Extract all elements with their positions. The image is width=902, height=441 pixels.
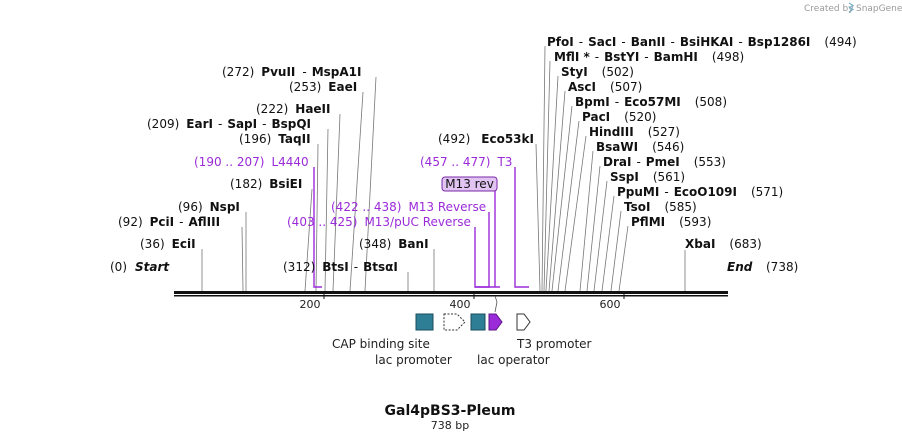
snapgene-logo-icon: [848, 2, 855, 13]
site-label: (272)PvuII-MspA1I: [222, 65, 362, 79]
site-label: (492)Eco53kI: [438, 132, 534, 146]
site-label: AscI(507): [568, 80, 642, 94]
site-label: PflMI(593): [631, 215, 711, 229]
tick-labels: 200 400 600: [300, 298, 621, 311]
t3-promoter-arrow: [516, 313, 531, 331]
site-label: (196)TaqII: [239, 132, 311, 146]
site-label: (96)NspI: [178, 200, 240, 214]
primer-mark-t3: [514, 167, 529, 288]
restriction-sites-left: (272)PvuII-MspA1I (253)EaeI (222)HaeII (…: [118, 65, 534, 274]
site-label: MflI *-BstYI-BamHI(498): [554, 50, 744, 64]
lac-promoter-arrow: [443, 313, 466, 331]
site-label: PacI(520): [582, 110, 656, 124]
site-label: BsaWI(546): [596, 140, 684, 154]
purple-feature-arrow: [488, 313, 503, 331]
site-label: (36)EciI: [140, 237, 196, 251]
feature-label-lac-operator: lac operator: [477, 353, 550, 367]
primer-label-m13-reverse: (422 .. 438)M13 Reverse: [331, 200, 486, 214]
end-position: (738): [766, 260, 798, 274]
primer-marks: [313, 167, 529, 288]
tick-label-400: 400: [450, 298, 471, 311]
site-label: HindIII(527): [589, 125, 680, 139]
start-label: Start: [135, 260, 170, 274]
map-length: 738 bp: [431, 419, 469, 432]
site-label: TsoI(585): [624, 200, 697, 214]
tick-label-600: 600: [600, 298, 621, 311]
site-label: BpmI-Eco57MI(508): [575, 95, 727, 109]
start-end-labels: (0) Start End (738): [110, 260, 798, 274]
dna-backbone: [174, 291, 728, 299]
feature-labels: CAP binding site lac promoter lac operat…: [332, 337, 592, 367]
site-label: (253)EaeI: [289, 80, 357, 94]
primer-mark-m13-puc-reverse: [474, 227, 500, 288]
site-label: (348)BanI: [359, 237, 429, 251]
cap-binding-site-block: [415, 313, 434, 331]
primer-label-m13-puc-reverse: (403 .. 425)M13/pUC Reverse: [287, 215, 471, 229]
site-label: (209)EarI-SapI-BspQI: [147, 117, 311, 131]
site-connector-lines: [201, 45, 686, 292]
feature-label-t3-promoter: T3 promoter: [516, 337, 592, 351]
site-label: DraI-PmeI(553): [603, 155, 726, 169]
primer-box-label: M13 rev: [445, 177, 494, 191]
map-title: Gal4pBS3-Pleum: [385, 403, 516, 419]
site-label: PfoI-SacI-BanII-BsiHKAI-Bsp1286I(494): [547, 35, 857, 49]
primer-box-m13-rev: M13 rev: [441, 176, 498, 192]
site-label: (312)BtsI-BtsαI: [283, 260, 398, 274]
snapgene-credit: Created by SnapGene: [804, 2, 902, 14]
restriction-sites-right: PfoI-SacI-BanII-BsiHKAI-Bsp1286I(494) Mf…: [547, 35, 857, 251]
credit-brand: SnapGene: [856, 4, 902, 14]
primer-label-t3: (457 .. 477)T3: [420, 155, 512, 169]
lac-operator-block: [470, 313, 486, 331]
site-label: SspI(561): [610, 170, 685, 184]
map-title-block: Gal4pBS3-Pleum 738 bp: [385, 403, 516, 432]
site-label: (182)BsiEI: [230, 177, 302, 191]
primer-label-l4440: (190 .. 207)L4440: [194, 155, 309, 169]
site-label: (222)HaeII: [256, 102, 331, 116]
primer-mark-l4440: [313, 167, 322, 288]
feature-label-lac-promoter: lac promoter: [375, 353, 452, 367]
end-label: End: [727, 260, 753, 274]
feature-label-cap-binding-site: CAP binding site: [332, 337, 430, 351]
primer-mark-m13-reverse: [475, 212, 490, 288]
site-label: PpuMI-EcoO109I(571): [617, 185, 783, 199]
feature-track: [415, 295, 531, 331]
site-label: StyI(502): [561, 65, 634, 79]
start-position: (0): [110, 260, 127, 274]
tick-label-200: 200: [300, 298, 321, 311]
credit-created-by: Created by: [804, 4, 854, 14]
site-label: XbaI(683): [685, 237, 762, 251]
site-label: (92)PciI-AflIII: [118, 215, 220, 229]
primer-labels: (190 .. 207)L4440 (457 .. 477)T3 (422 ..…: [194, 155, 512, 229]
